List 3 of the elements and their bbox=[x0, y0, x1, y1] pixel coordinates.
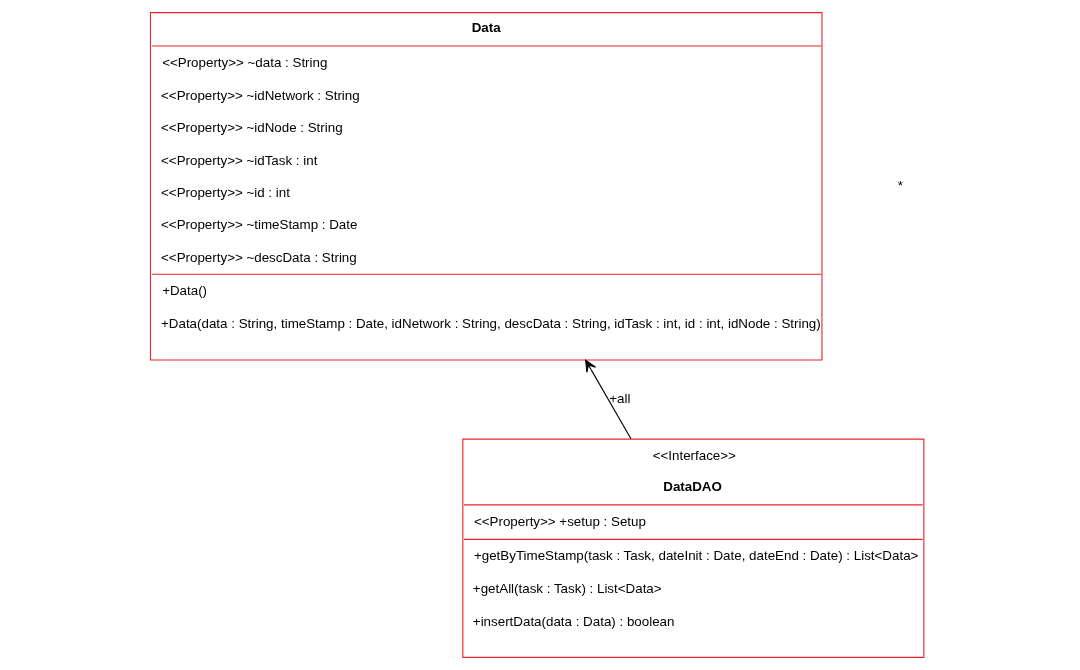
label: * bbox=[897, 177, 903, 193]
edge-label: +all bbox=[608, 391, 630, 407]
arrow bbox=[584, 359, 631, 440]
